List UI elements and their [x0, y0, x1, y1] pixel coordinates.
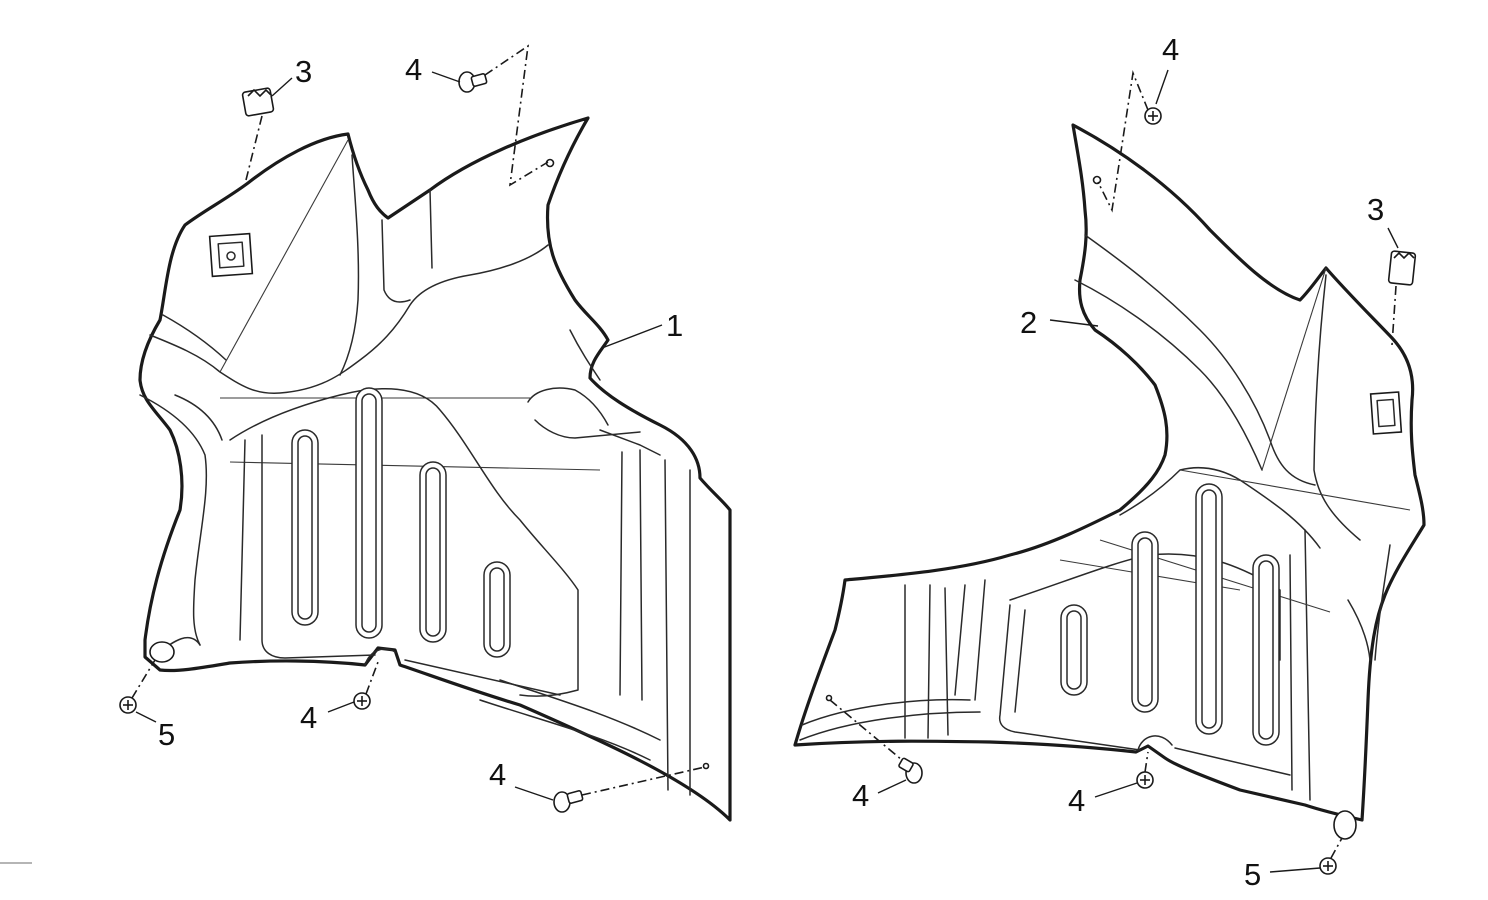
- clip-fastener-icon: [1387, 250, 1417, 286]
- screw-icon: [458, 71, 488, 93]
- screw-icon: [1144, 107, 1162, 125]
- callout-right-screw-left: 4: [852, 778, 869, 813]
- callout-right-screw-top: 4: [1162, 32, 1179, 67]
- callout-left-screw-bottom: 4: [489, 757, 506, 792]
- callout-left-bolt: 5: [158, 717, 175, 752]
- callout-part-1: 1: [666, 308, 683, 343]
- clip-fastener-icon: [241, 87, 275, 117]
- right-side-cover: [793, 123, 1426, 840]
- left-side-cover: [138, 116, 732, 822]
- bolt-icon: [119, 696, 137, 714]
- screw-icon: [353, 692, 371, 710]
- screw-icon: [553, 790, 584, 813]
- callout-right-screw-mid: 4: [1068, 783, 1085, 818]
- callout-left-screw-top: 4: [405, 52, 422, 87]
- callout-right-bolt: 5: [1244, 857, 1261, 892]
- screw-icon: [1136, 771, 1154, 789]
- callout-part-2: 2: [1020, 305, 1037, 340]
- callout-right-clip: 3: [1367, 192, 1384, 227]
- right-hardware: [829, 69, 1417, 875]
- left-hardware: [119, 44, 706, 813]
- callout-left-clip: 3: [295, 54, 312, 89]
- bolt-icon: [1319, 857, 1337, 875]
- screw-icon: [898, 757, 923, 784]
- callout-left-screw-mid: 4: [300, 700, 317, 735]
